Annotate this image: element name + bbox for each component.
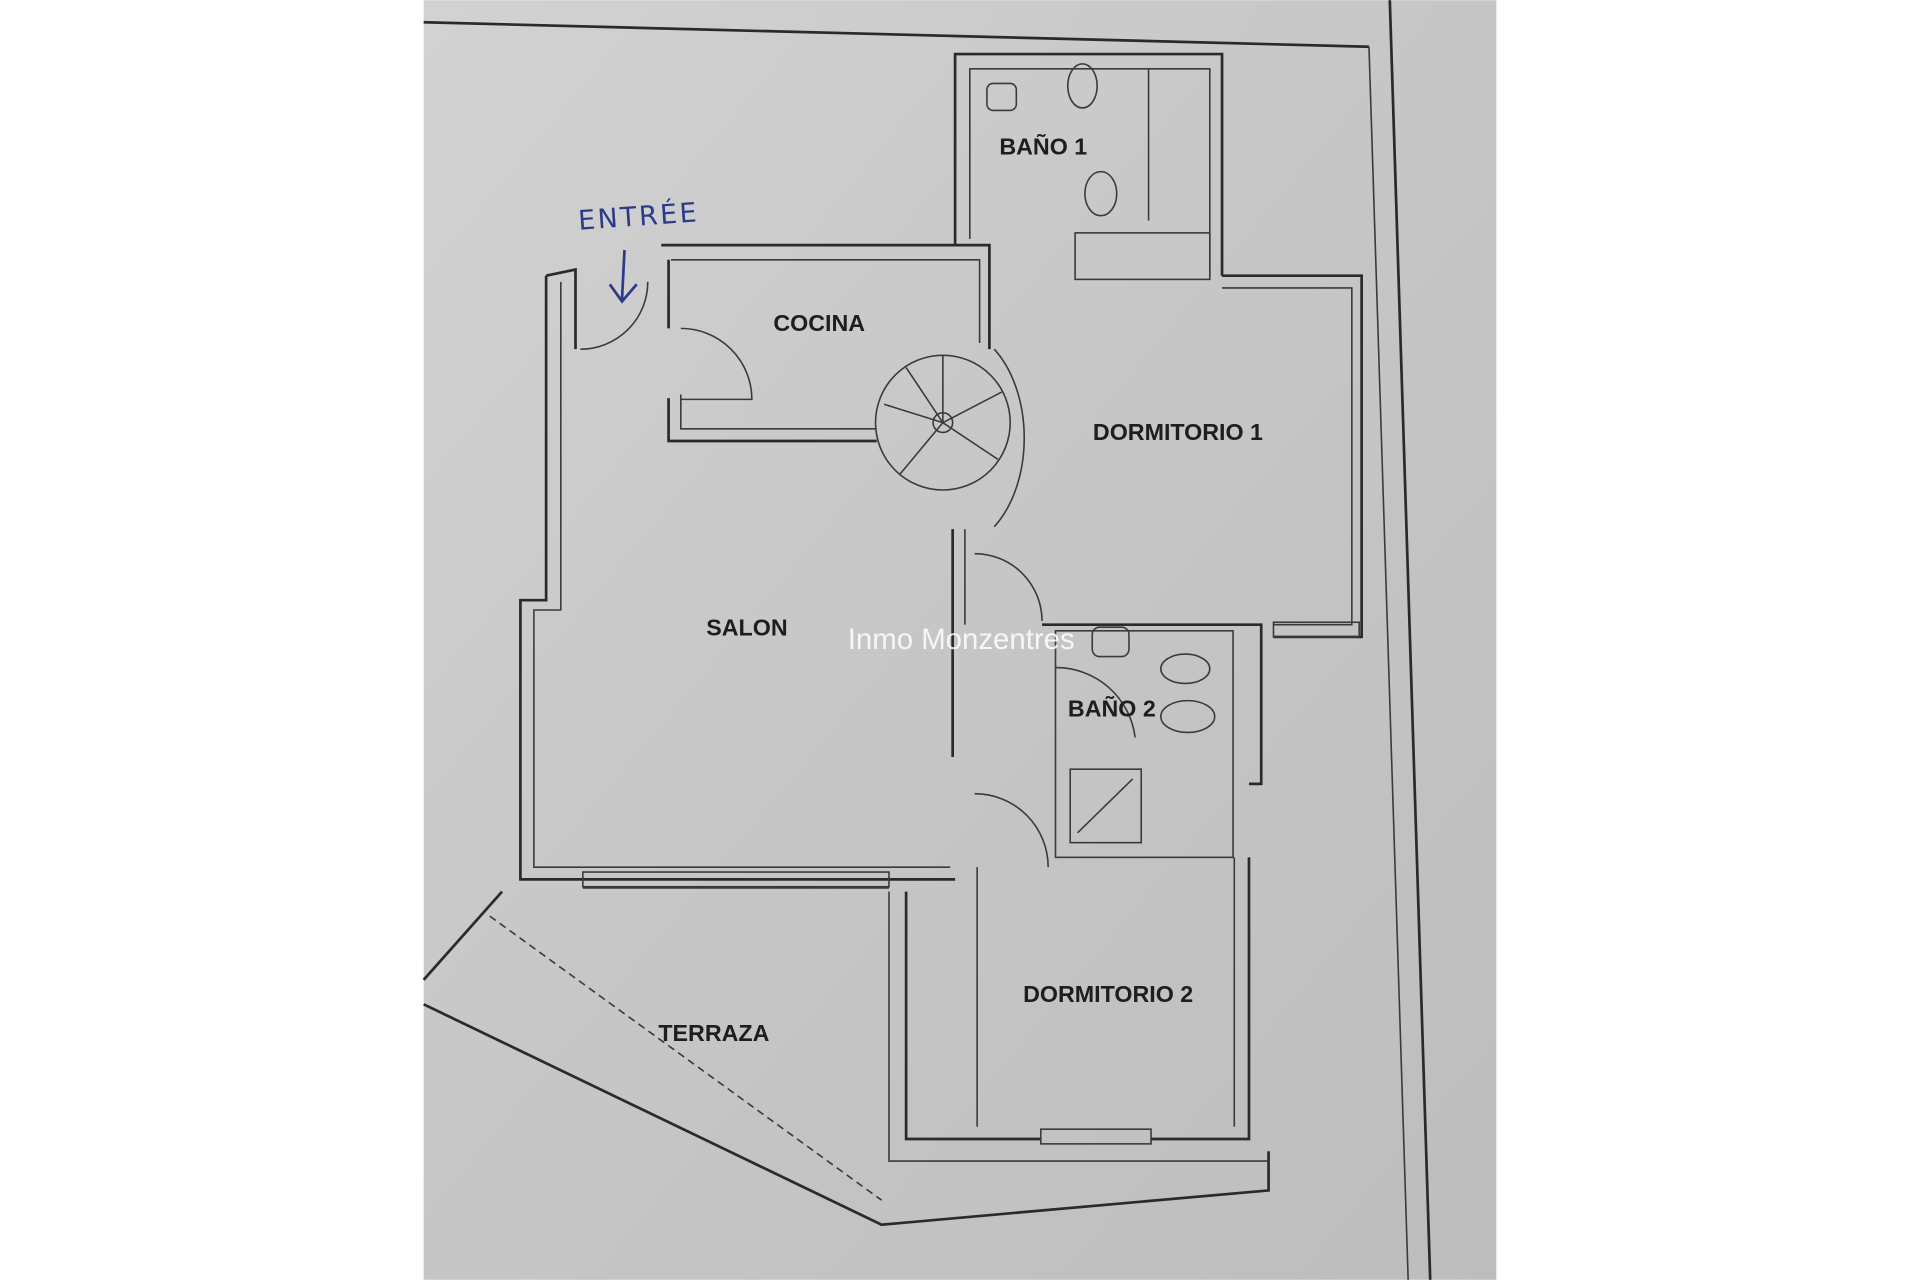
paper-sheet	[423, 0, 1497, 1280]
walls	[422, 52, 1363, 1227]
fixtures	[986, 63, 1216, 734]
room-label-dormitorio2: DORMITORIO 2	[1023, 981, 1193, 1007]
room-label-bano1: BAÑO 1	[999, 132, 1087, 159]
room-label-cocina: COCINA	[773, 310, 865, 336]
room-label-terraza: TERRAZA	[658, 1020, 769, 1046]
watermark: Inmo Monzentres	[848, 623, 1075, 656]
room-label-dormitorio1: DORMITORIO 1	[1093, 419, 1263, 445]
room-label-salon: SALON	[706, 615, 787, 641]
room-label-bano2: BAÑO 2	[1068, 695, 1156, 722]
page-border	[423, 0, 1432, 1280]
entrance-arrow-icon	[608, 249, 638, 304]
